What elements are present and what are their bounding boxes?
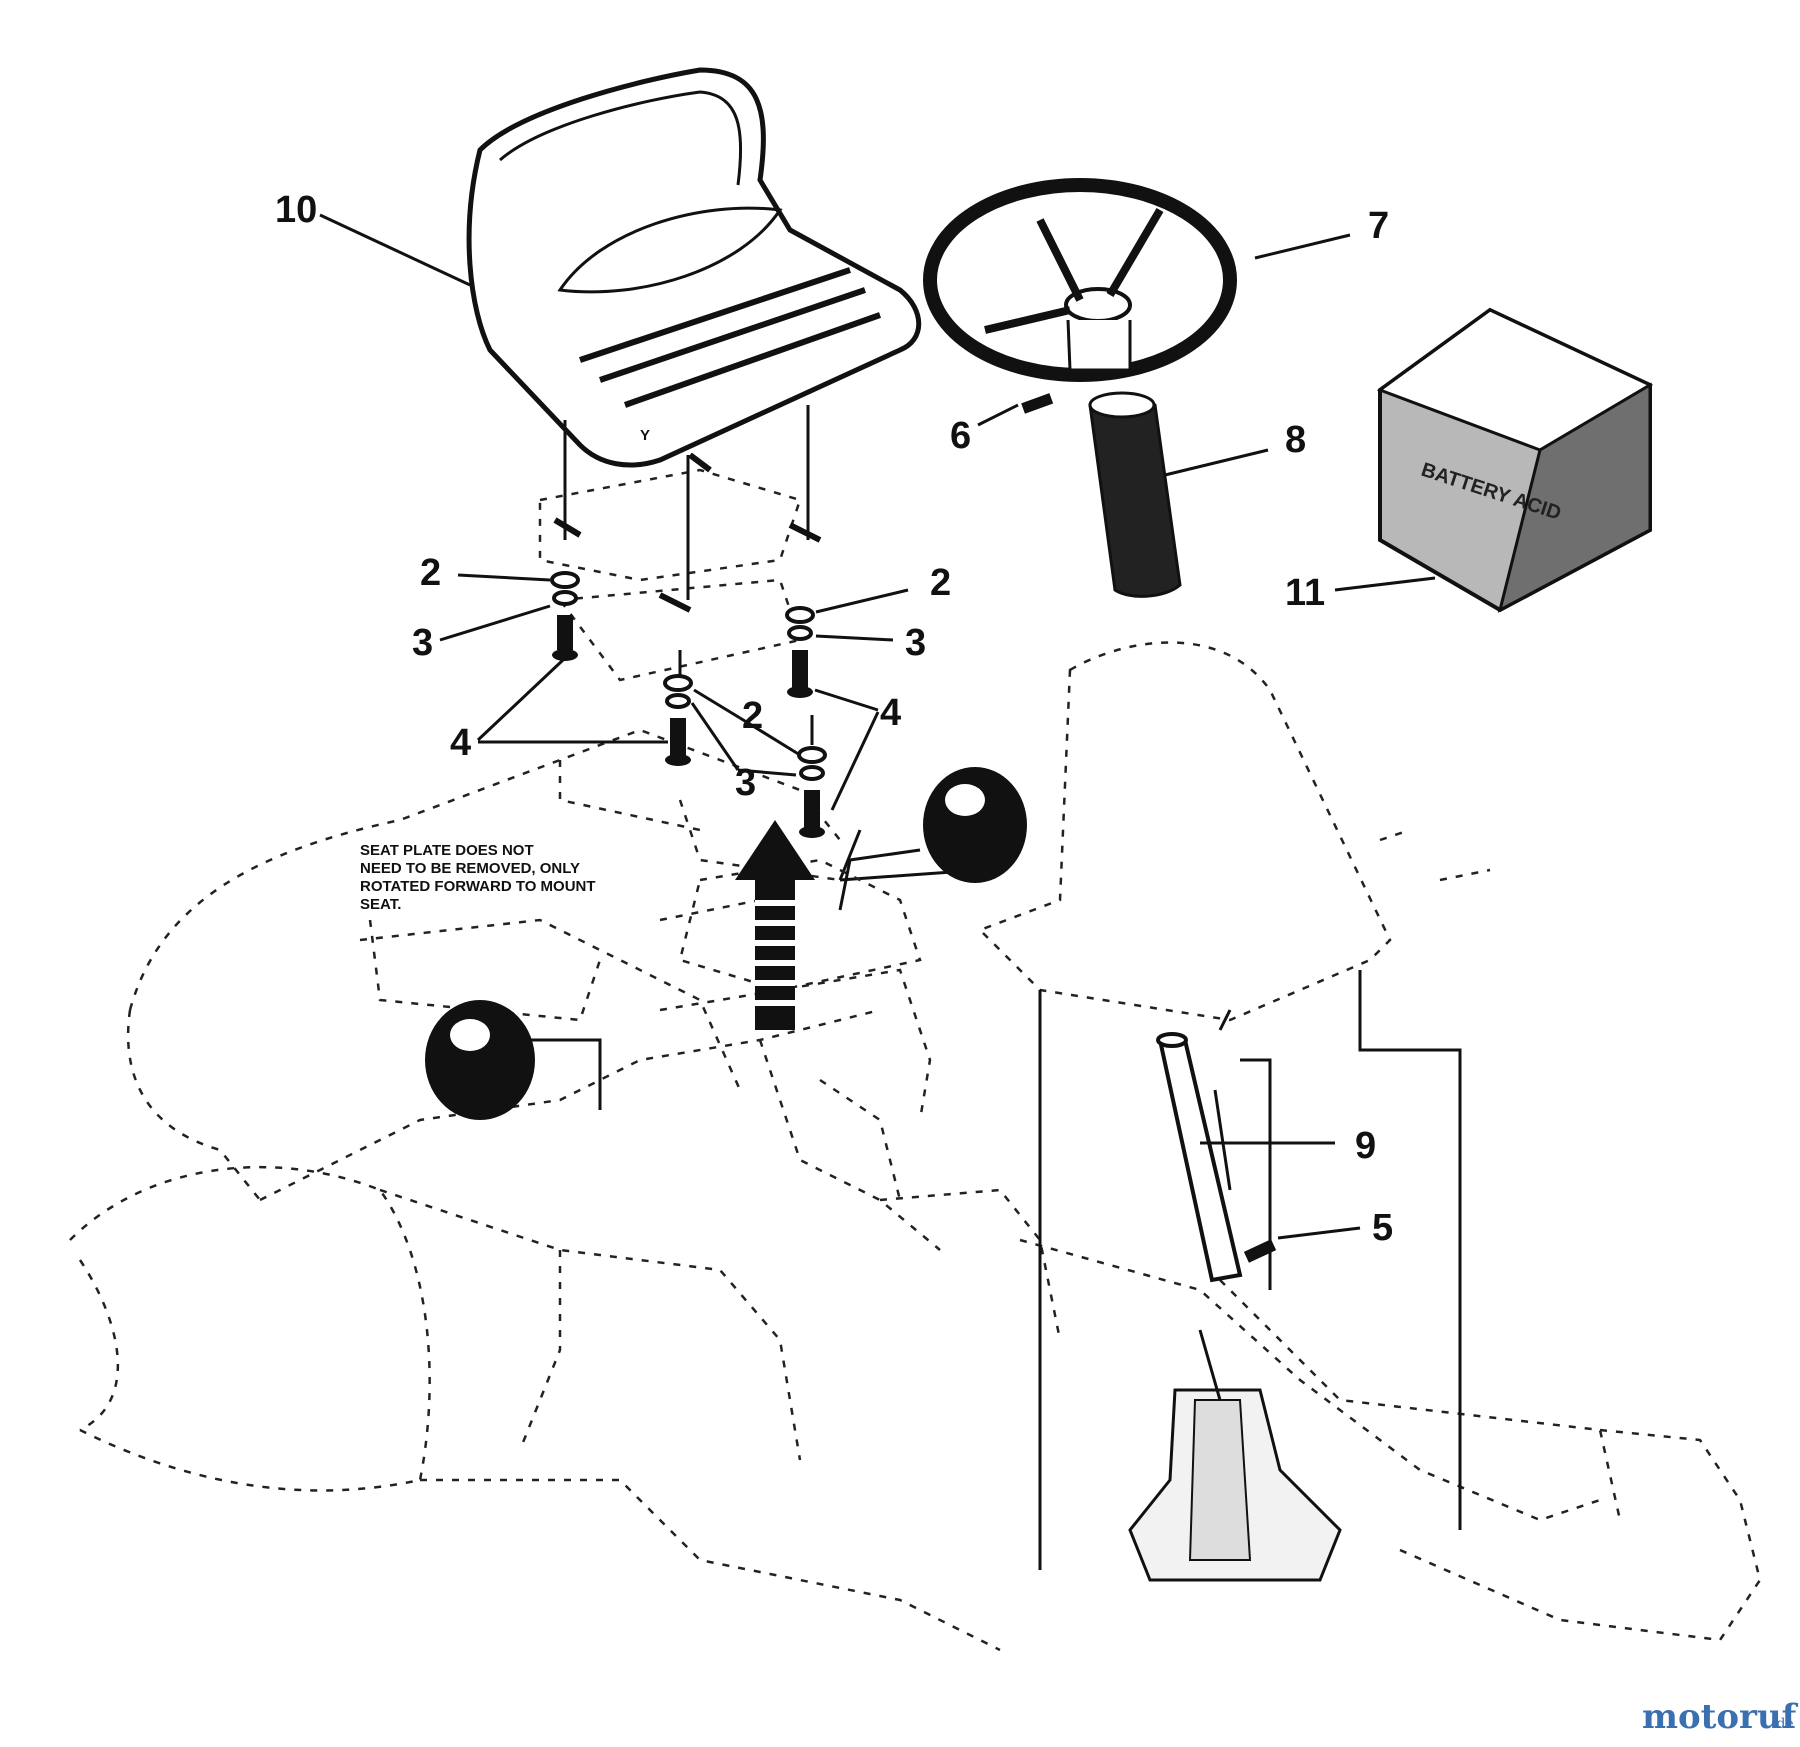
callout-5: 5 [1372,1207,1393,1249]
note-line-2: NEED TO BE REMOVED, ONLY [360,860,580,877]
left-knob [425,1000,602,1120]
callout-7: 7 [1368,205,1389,247]
callout-3-left: 3 [412,622,433,664]
callout-10: 10 [275,189,317,231]
hardware-right [785,606,815,698]
callout-4-right: 4 [880,692,901,734]
note-line-1: SEAT PLATE DOES NOT [360,842,534,859]
callout-11: 11 [1285,572,1325,614]
battery-box: BATTERY ACID [1376,307,1654,613]
grip [1088,391,1182,598]
callout-leaders [319,213,1436,1240]
callout-9: 9 [1355,1125,1376,1167]
callout-3-center: 3 [735,762,756,804]
hardware-lower-right [797,715,827,838]
seat: Y [466,67,922,613]
note-line-4: SEAT. [360,896,401,913]
watermark-name: motoruf [1642,1697,1799,1737]
fender-console [977,641,1491,1570]
roll-pin [1243,1239,1277,1263]
pin [1021,393,1054,414]
installation-note: SEAT PLATE DOES NOT NEED TO BE REMOVED, … [360,842,596,913]
install-direction-arrow [735,820,815,1030]
callout-4-left: 4 [450,722,471,764]
watermark-suffix: .de [1772,1716,1794,1732]
callout-2-center: 2 [742,695,763,737]
callout-2-right: 2 [930,562,951,604]
callout-6: 6 [950,415,971,457]
callout-8: 8 [1285,419,1306,461]
hardware-left [550,571,580,661]
steering-wheel [923,178,1237,382]
callout-2-left: 2 [420,552,441,594]
callout-labels: 10 7 6 8 11 2 2 2 3 3 3 4 4 9 5 [275,189,1393,1249]
steering-pedestal [1128,1329,1342,1582]
hardware-center [663,650,693,766]
right-knob [838,767,1027,911]
seat-hardware [439,571,909,838]
tractor-body-outline [69,468,1762,1652]
watermark: motoruf .de [1642,1697,1799,1737]
note-line-3: ROTATED FORWARD TO MOUNT [360,878,596,895]
callout-3-right: 3 [905,622,926,664]
seat-mark: Y [640,427,650,444]
steering-shaft [1156,1032,1272,1290]
